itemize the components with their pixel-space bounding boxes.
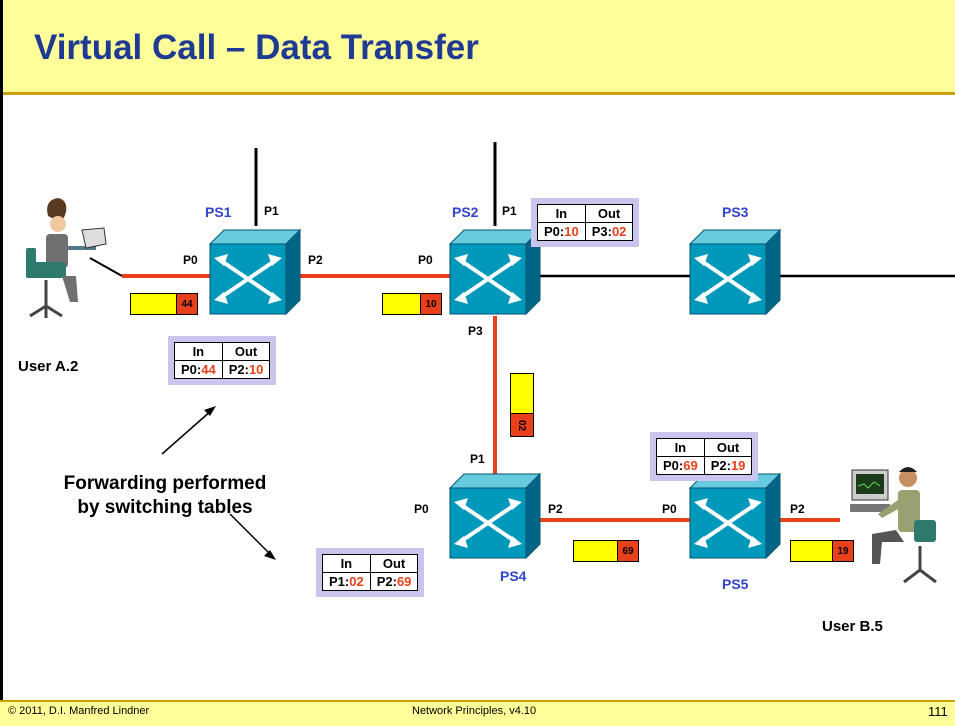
packet: 10 bbox=[382, 293, 442, 315]
title-bar bbox=[0, 0, 955, 95]
packet-vc-label: 19 bbox=[832, 541, 853, 561]
port-label: P1 bbox=[502, 204, 517, 218]
packet-vc-label: 10 bbox=[420, 294, 441, 314]
table-cell-out: P2:19 bbox=[703, 456, 753, 475]
switch-ps4 bbox=[448, 472, 542, 560]
arrow-up-to-ps1-table bbox=[161, 409, 213, 455]
port-label: P2 bbox=[548, 502, 563, 516]
switch-label-ps4: PS4 bbox=[500, 568, 527, 584]
frame-border bbox=[0, 0, 3, 724]
table-cell-out: P3:02 bbox=[584, 222, 634, 241]
table-header-in: In bbox=[174, 342, 223, 361]
port-label: P0 bbox=[183, 253, 198, 267]
table-cell-out: P2:10 bbox=[221, 360, 271, 379]
footer-course: Network Principles, v4.10 bbox=[412, 705, 537, 717]
switch-ps3 bbox=[688, 228, 782, 316]
table-header-in: In bbox=[656, 438, 705, 457]
footer-copyright: © 2011, D.I. Manfred Lindner bbox=[8, 705, 150, 717]
table-header-out: Out bbox=[369, 554, 419, 573]
packet: 44 bbox=[130, 293, 198, 315]
port-label: P0 bbox=[662, 502, 677, 516]
table-cell-out: P2:69 bbox=[369, 572, 419, 591]
slide-title: Virtual Call – Data Transfer bbox=[34, 28, 479, 67]
port-label: P1 bbox=[264, 204, 279, 218]
port-label: P2 bbox=[308, 253, 323, 267]
table-header-out: Out bbox=[221, 342, 271, 361]
user-a-icon bbox=[26, 198, 107, 318]
switch-ps2 bbox=[448, 228, 542, 316]
page-number: 111 bbox=[928, 704, 948, 719]
switch-label-ps5: PS5 bbox=[722, 576, 749, 592]
table-header-out: Out bbox=[703, 438, 753, 457]
port-label: P0 bbox=[414, 502, 429, 516]
arrow-down-to-ps4-table bbox=[229, 513, 273, 557]
switch-label-ps3: PS3 bbox=[722, 204, 749, 220]
user-a-label: User A.2 bbox=[18, 358, 79, 375]
switch-label-ps2: PS2 bbox=[452, 204, 479, 220]
port-label: P2 bbox=[790, 502, 805, 516]
user-b-icon bbox=[850, 467, 937, 584]
user-b-label: User B.5 bbox=[822, 618, 883, 635]
forwarding-note: Forwarding performed by switching tables bbox=[30, 472, 300, 520]
table-header-in: In bbox=[322, 554, 371, 573]
note-line-1: Forwarding performed bbox=[63, 473, 267, 494]
port-label: P1 bbox=[470, 452, 485, 466]
table-cell-in: P1:02 bbox=[322, 572, 371, 591]
table-header-out: Out bbox=[584, 204, 634, 223]
userA-cable bbox=[89, 257, 123, 277]
switch-label-ps1: PS1 bbox=[205, 204, 232, 220]
table-cell-in: P0:69 bbox=[656, 456, 705, 475]
switch-ps5 bbox=[688, 472, 782, 560]
switch-ps1 bbox=[208, 228, 302, 316]
port-label: P3 bbox=[468, 324, 483, 338]
table-header-in: In bbox=[537, 204, 586, 223]
packet: 19 bbox=[790, 540, 854, 562]
packet: 69 bbox=[573, 540, 639, 562]
packet-vc-label: 44 bbox=[176, 294, 197, 314]
packet-vc-label: 02 bbox=[511, 413, 533, 436]
table-cell-in: P0:44 bbox=[174, 360, 223, 379]
table-cell-in: P0:10 bbox=[537, 222, 586, 241]
packet-vc-label: 69 bbox=[617, 541, 638, 561]
note-line-2: by switching tables bbox=[77, 497, 253, 518]
port-label: P0 bbox=[418, 253, 433, 267]
footer-bar bbox=[0, 700, 955, 726]
packet: 02 bbox=[510, 373, 534, 437]
